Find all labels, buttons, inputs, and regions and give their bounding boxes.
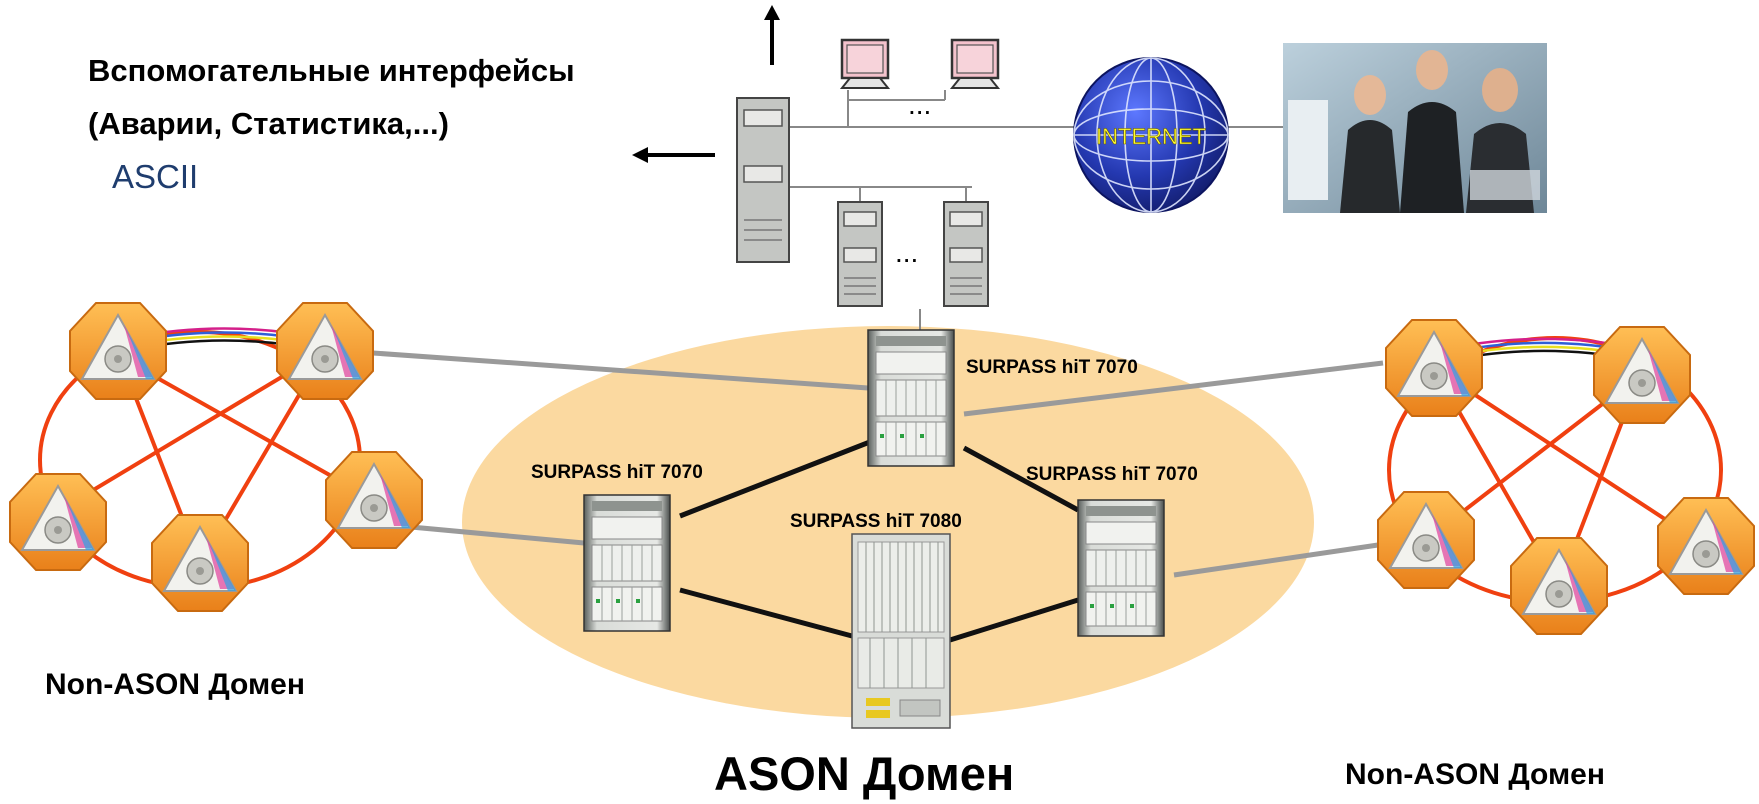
servers-ellipsis: ... (895, 237, 918, 268)
ason-links (679, 435, 1080, 643)
operators-photo (1283, 43, 1547, 213)
aux-interfaces-subtitle: (Аварии, Статистика,...) (88, 106, 449, 141)
ason-domain-label: ASON Домен (714, 747, 1015, 800)
node-label-bottom: SURPASS hiT 7080 (790, 511, 962, 532)
internet-globe-icon (1073, 57, 1229, 213)
arrow-up-icon (764, 5, 780, 65)
left-ring-node-5 (151, 514, 249, 612)
server-tower-icon-1 (837, 201, 883, 307)
left-ring-node-4 (325, 451, 423, 549)
right-ring-node-2 (1593, 326, 1691, 424)
right-ring-node-5 (1510, 537, 1608, 635)
left-ring-node-1 (69, 302, 167, 400)
left-domain-label: Non-ASON Домен (45, 668, 305, 701)
left-ring-node-3 (9, 473, 107, 571)
right-domain-label: Non-ASON Домен (1345, 758, 1605, 791)
internet-label: INTERNET (1096, 124, 1206, 149)
surpass-7070-top-rack (867, 329, 955, 467)
surpass-7070-left-rack (583, 494, 671, 632)
management-server-icon (736, 97, 790, 263)
workstations-ellipsis: ... (908, 89, 931, 120)
right-ring-node-4 (1657, 497, 1755, 595)
workstation-icon-1 (840, 38, 890, 90)
aux-interfaces-protocol: ASCII (112, 158, 199, 195)
management-links (788, 90, 1283, 330)
server-tower-icon-2 (943, 201, 989, 307)
node-label-right: SURPASS hiT 7070 (1026, 464, 1198, 485)
left-ring-node-2 (276, 302, 374, 400)
node-label-left: SURPASS hiT 7070 (531, 462, 703, 483)
arrow-left-icon (632, 147, 715, 163)
interdomain-links (372, 350, 1384, 578)
right-ring-node-1 (1385, 319, 1483, 417)
node-label-top: SURPASS hiT 7070 (966, 357, 1138, 378)
surpass-7080-rack (851, 533, 951, 729)
workstation-icon-2 (950, 38, 1000, 90)
surpass-7070-right-rack (1077, 499, 1165, 637)
right-ring-node-3 (1377, 491, 1475, 589)
aux-interfaces-title: Вспомогательные интерфейсы (88, 53, 575, 88)
